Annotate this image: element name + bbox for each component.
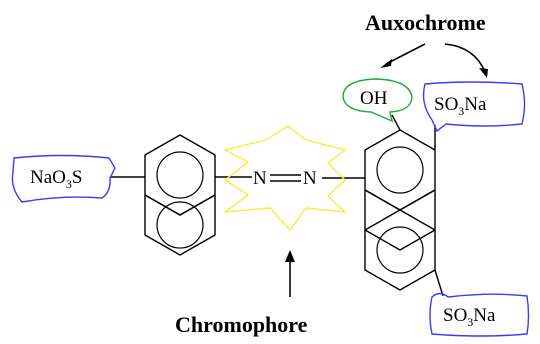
right-upper-ring <box>364 129 436 211</box>
bottom-sulfonate-bond <box>434 269 444 297</box>
left-upper-ring <box>144 134 216 216</box>
chromophore-arrow <box>285 250 295 297</box>
chromophore-caption: Chromophore <box>175 312 308 337</box>
auxochrome-arrows <box>380 43 488 78</box>
azo-right-nitrogen: N <box>303 168 317 189</box>
left-sulfonate-callout <box>11 154 116 203</box>
left-naphthalene <box>111 134 252 256</box>
azo-left-nitrogen: N <box>253 168 267 189</box>
auxochrome-arrow-to-oh <box>385 43 426 65</box>
auxochrome-arrow-to-so3na <box>444 43 486 73</box>
left-lower-ring-aromatic <box>156 201 204 249</box>
bottom-sulfonate-callout <box>429 292 530 337</box>
auxochrome-arrowhead-so3na <box>479 68 488 78</box>
left-sulfonate-label: NaO3S <box>30 167 82 191</box>
right-upper-ring-aromatic <box>376 146 424 194</box>
right-lower-ring-b <box>364 209 436 291</box>
right-lower-ring-aromatic <box>376 226 424 274</box>
azo-group: N N <box>253 168 317 189</box>
top-sulfonate-label: SO3Na <box>434 94 487 118</box>
auxochrome-caption: Auxochrome <box>365 10 486 35</box>
auxochrome-arrowhead-oh <box>380 59 392 68</box>
chromophore-star <box>222 125 347 232</box>
right-lower-ring <box>364 189 436 251</box>
left-upper-ring-aromatic <box>156 151 204 199</box>
hydroxyl-label: OH <box>360 88 388 109</box>
hydroxyl-bond <box>391 114 401 131</box>
bottom-sulfonate-label: SO3Na <box>443 305 496 329</box>
top-sulfonate-callout <box>422 81 526 133</box>
left-lower-ring <box>144 194 216 256</box>
hydroxyl-callout <box>342 78 413 123</box>
right-naphthalene <box>322 114 444 297</box>
